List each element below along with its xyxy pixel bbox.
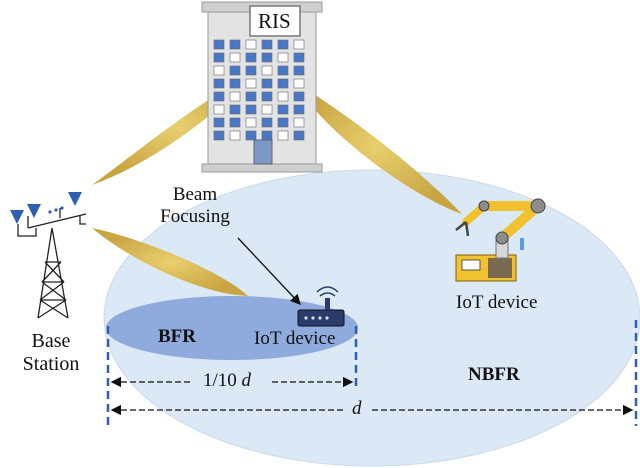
building-window (245, 104, 257, 115)
robot-arm-icon (455, 198, 546, 282)
base-station-tower-icon (17, 208, 87, 319)
building-window (277, 104, 289, 115)
building-window (293, 117, 305, 128)
building-window (261, 39, 273, 50)
router-icon (297, 286, 345, 327)
building-window (213, 104, 225, 115)
beam-focusing-label: Beam Focusing (150, 184, 240, 228)
iot-device-label-bfr: IoT device (254, 328, 336, 349)
base-station-line1: Base (31, 330, 71, 352)
building-window (213, 65, 225, 76)
building-window (261, 117, 273, 128)
base-station-label: Base Station (6, 330, 96, 376)
building-window (213, 117, 225, 128)
ris-building-icon (201, 1, 323, 173)
building-window (213, 91, 225, 102)
building-window (261, 130, 273, 141)
building-window (293, 39, 305, 50)
building-window (213, 78, 225, 89)
building-window (213, 39, 225, 50)
building-window (293, 78, 305, 89)
building-window (293, 104, 305, 115)
building-window (245, 117, 257, 128)
beam-focusing-arrow (237, 237, 301, 305)
building-window (261, 52, 273, 63)
building-window (293, 52, 305, 63)
building-window (245, 39, 257, 50)
beam-focusing-line2: Focusing (160, 206, 230, 227)
dist-full-label: d (352, 398, 362, 419)
bfr-label: BFR (158, 326, 196, 347)
nbfr-label: NBFR (468, 364, 520, 385)
building-window (229, 78, 241, 89)
building-window (293, 91, 305, 102)
building-window (261, 78, 273, 89)
building-window (261, 91, 273, 102)
building-window (293, 130, 305, 141)
building-window (229, 91, 241, 102)
iot-device-label-nbfr: IoT device (456, 292, 538, 313)
dist-fraction-label: 1/10 d (203, 370, 251, 392)
building-window (277, 65, 289, 76)
building-window (229, 39, 241, 50)
building-window (277, 117, 289, 128)
building-window (213, 130, 225, 141)
building-window (229, 104, 241, 115)
beam-focusing-line1: Beam (172, 184, 218, 205)
building-window (277, 52, 289, 63)
base-station-antennas-icon (10, 192, 82, 224)
dist-fraction-number: 1/10 (203, 370, 237, 391)
building-window (229, 130, 241, 141)
dist-fraction-var: d (241, 370, 252, 391)
beam-ris-to-robot (292, 80, 462, 214)
building-window (245, 91, 257, 102)
building-window (293, 65, 305, 76)
building-window (277, 39, 289, 50)
bfr-region (106, 296, 358, 360)
building-window (277, 130, 289, 141)
base-station-line2: Station (22, 353, 80, 375)
building-window (245, 65, 257, 76)
building-window (213, 52, 225, 63)
building-window (245, 130, 257, 141)
building-window (245, 78, 257, 89)
building-window (245, 52, 257, 63)
building-window (229, 117, 241, 128)
building-window (277, 91, 289, 102)
building-window (229, 52, 241, 63)
building-window (229, 65, 241, 76)
beam-bs-to-bfr (92, 228, 248, 296)
building-window (277, 78, 289, 89)
building-window (261, 65, 273, 76)
building-window (261, 104, 273, 115)
ris-label: RIS (258, 9, 291, 33)
